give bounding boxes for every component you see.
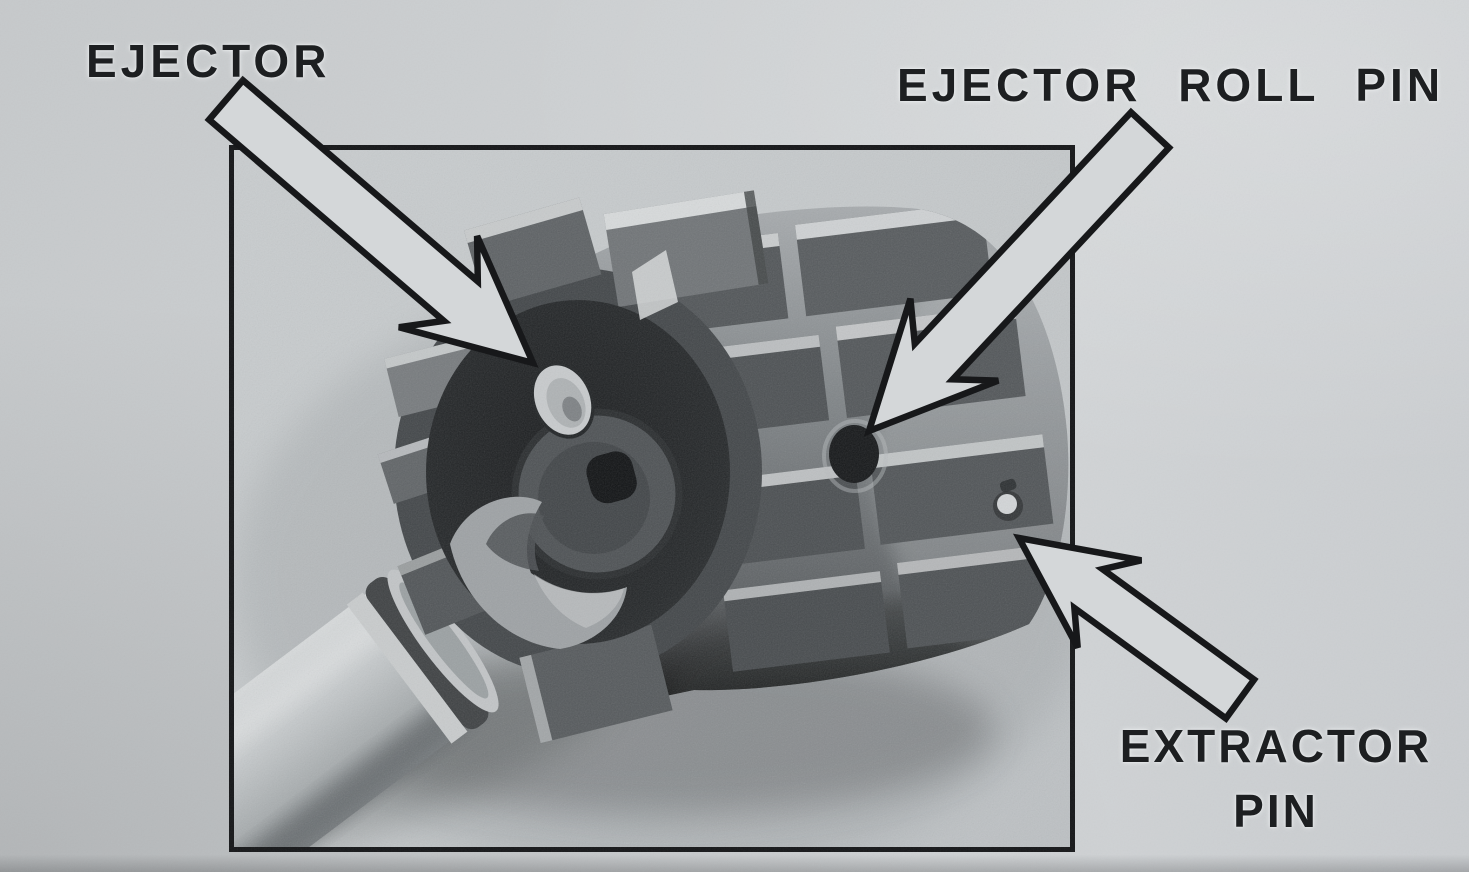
bolt-photo — [234, 150, 1070, 847]
label-ejector: EJECTOR — [86, 35, 331, 87]
label-ejector-roll-pin: EJECTOR ROLL PIN — [897, 59, 1445, 111]
photo-grain — [234, 150, 1070, 847]
label-extractor-pin: EXTRACTOR PIN — [1119, 720, 1433, 838]
photo-frame — [229, 145, 1075, 852]
